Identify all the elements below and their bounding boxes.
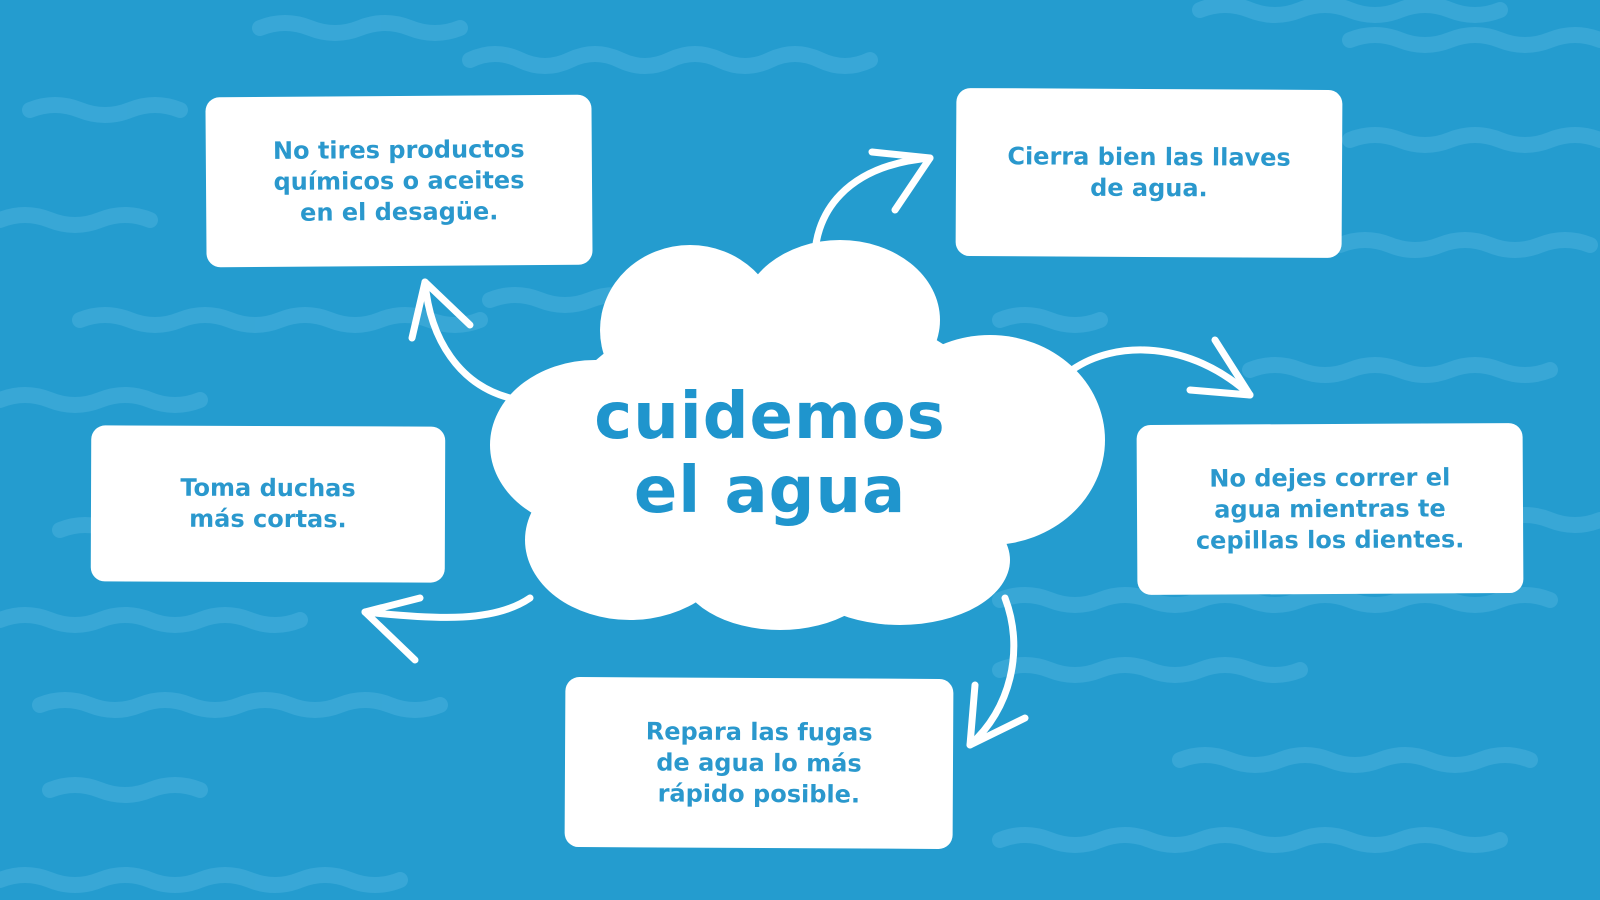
wave-stroke (0, 867, 408, 893)
wave-stroke (1332, 232, 1598, 258)
tip-line: cepillas los dientes. (1195, 524, 1465, 555)
wave-stroke (992, 657, 1308, 683)
tip-line: agua mientras te (1214, 493, 1446, 524)
curved-arrow-icon (966, 681, 1029, 749)
title-line-2: el agua (633, 454, 907, 528)
wave-stroke (252, 15, 468, 41)
wave-stroke (0, 607, 308, 633)
tip-line: en el desagüe. (300, 196, 499, 227)
curved-arrow-icon (408, 278, 474, 342)
wave-stroke (0, 207, 158, 233)
tip-line: Repara las fugas (645, 716, 873, 747)
tip-line: de agua lo más (656, 747, 862, 778)
wave-stroke (42, 777, 208, 803)
title-line-1: cuidemos (594, 380, 946, 454)
curved-arrow-icon (1186, 336, 1254, 399)
wave-stroke (1192, 0, 1508, 23)
curved-arrow-icon (966, 594, 1018, 749)
curved-arrow-icon (361, 594, 534, 621)
tip-line: No tires productos (272, 134, 525, 165)
tip-text: No dejes correr el agua mientras te cepi… (1196, 462, 1465, 556)
curved-arrow-icon (421, 278, 514, 402)
tip-line: rápido posible. (657, 778, 861, 809)
curved-arrow-icon (868, 148, 934, 214)
wave-stroke (992, 307, 1108, 333)
tip-text: Repara las fugas de agua lo más rápido p… (645, 716, 873, 810)
central-title: cuidemos el agua (560, 380, 980, 528)
tip-line: Cierra bien las llaves (1007, 142, 1291, 172)
tip-line: más cortas. (189, 504, 347, 534)
wave-stroke (1342, 127, 1600, 153)
tip-card-leaks: Repara las fugas de agua lo más rápido p… (564, 676, 954, 850)
wave-stroke (22, 97, 188, 123)
tip-line: Toma duchas (180, 473, 356, 503)
tip-card-chemicals: No tires productos químicos o aceites en… (205, 94, 593, 268)
wave-stroke (992, 827, 1508, 853)
wave-stroke (1342, 27, 1600, 53)
tip-line: No dejes correr el (1209, 462, 1451, 493)
tip-text: No tires productos químicos o aceites en… (273, 134, 525, 229)
curved-arrow-icon (361, 594, 424, 664)
curved-arrow-icon (811, 154, 934, 276)
wave-stroke (0, 387, 208, 413)
wave-stroke (462, 46, 878, 74)
tip-card-teeth: No dejes correr el agua mientras te cepi… (1136, 422, 1524, 596)
tip-text: Cierra bien las llaves de agua. (1007, 141, 1291, 204)
tip-line: de agua. (1090, 173, 1208, 203)
curved-arrow-icon (1068, 346, 1254, 399)
wave-stroke (1242, 357, 1558, 383)
tip-card-showers: Toma duchas más cortas. (90, 425, 446, 583)
tip-card-faucets: Cierra bien las llaves de agua. (955, 87, 1343, 259)
tip-text: Toma duchas más cortas. (180, 473, 356, 536)
wave-stroke (1172, 747, 1538, 773)
cloud-shape (490, 240, 1105, 630)
tip-line: químicos o aceites (273, 165, 525, 196)
wave-stroke (992, 587, 1558, 613)
wave-stroke (32, 692, 448, 718)
